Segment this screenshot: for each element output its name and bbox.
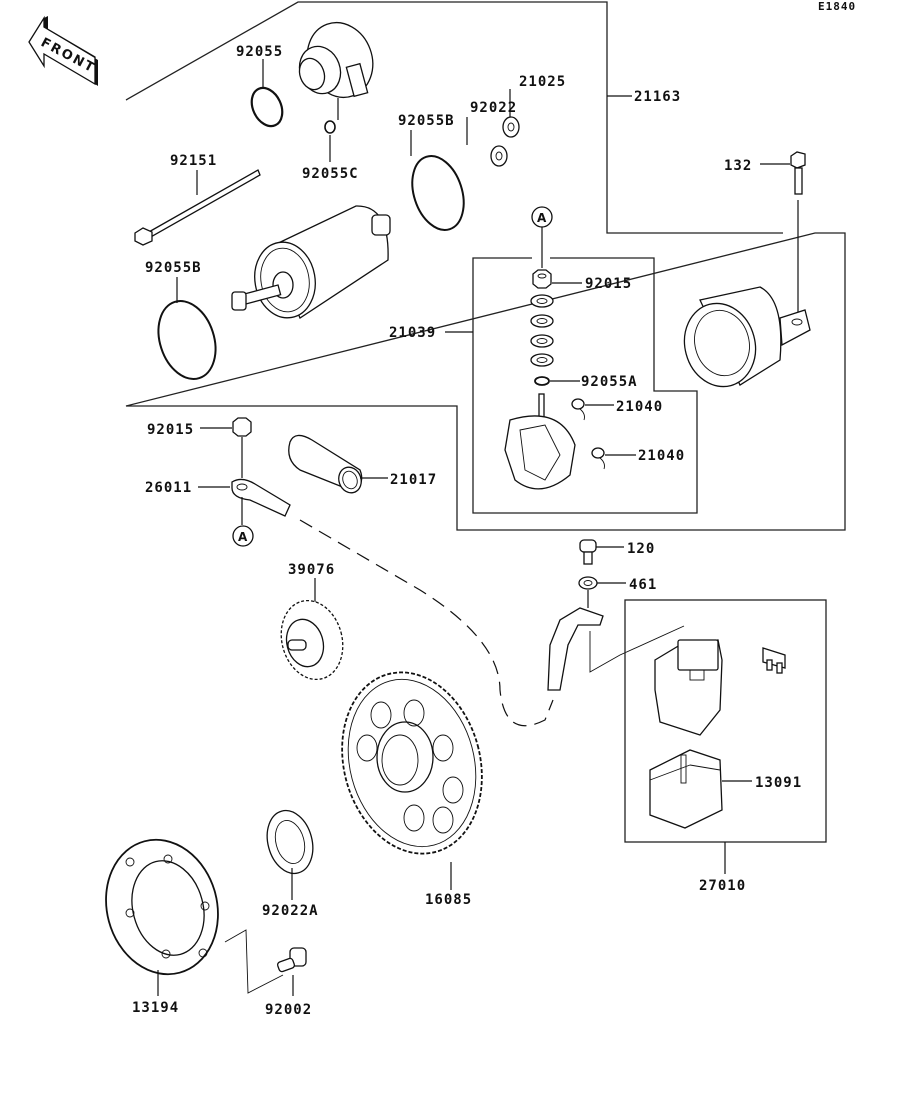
label-132: 132	[724, 158, 752, 174]
label-26011: 26011	[145, 480, 192, 496]
label-120: 120	[627, 541, 655, 557]
part-92022[interactable]: 92022	[466, 100, 517, 167]
part-461[interactable]: 461	[578, 576, 657, 608]
part-21039[interactable]: 21039	[389, 325, 473, 341]
part-92055[interactable]: 92055	[236, 44, 288, 131]
part-92055C[interactable]: 92055C	[302, 98, 359, 182]
ref-marker-A-left: A	[232, 525, 254, 547]
part-21025[interactable]: 21025	[502, 74, 566, 138]
part-13194[interactable]: 13194	[91, 827, 284, 1016]
label-21025: 21025	[519, 74, 566, 90]
label-21040-a: 21040	[616, 399, 663, 415]
part-92055B-top[interactable]: 92055B	[398, 113, 473, 237]
part-27010[interactable]: 27010	[699, 842, 746, 894]
label-92151: 92151	[170, 153, 217, 169]
label-21017: 21017	[390, 472, 437, 488]
label-21163: 21163	[634, 89, 681, 105]
label-92015-left: 92015	[147, 422, 194, 438]
part-16085[interactable]: 16085	[323, 657, 502, 908]
label-27010: 27010	[699, 878, 746, 894]
part-13091[interactable]: 13091	[649, 749, 802, 829]
part-21163[interactable]: 21163	[607, 89, 681, 105]
assembly-boundary-21163	[125, 1, 846, 531]
label-13194: 13194	[132, 1000, 179, 1016]
ref-marker-A-top: A	[531, 206, 553, 268]
label-92022: 92022	[470, 100, 517, 116]
label-16085: 16085	[425, 892, 472, 908]
part-92015-top[interactable]: 92015	[532, 269, 632, 292]
part-relay	[654, 639, 723, 736]
label-92002: 92002	[265, 1002, 312, 1018]
part-39076[interactable]: 39076	[273, 562, 352, 686]
part-92055B-left[interactable]: 92055B	[145, 260, 225, 386]
part-bracket	[547, 607, 685, 691]
label-461: 461	[629, 577, 657, 593]
part-end-housing	[683, 286, 811, 388]
part-92151[interactable]: 92151	[134, 153, 261, 246]
label-92055A: 92055A	[581, 374, 638, 390]
washer-stack	[530, 294, 554, 367]
part-starter-motor	[231, 205, 391, 319]
front-arrow-icon: FRONT	[28, 15, 98, 86]
label-92055C: 92055C	[302, 166, 359, 182]
label-92022A: 92022A	[262, 903, 319, 919]
part-132[interactable]: 132	[724, 151, 806, 318]
part-brush-plate	[504, 393, 576, 490]
label-21039: 21039	[389, 325, 436, 341]
svg-text:A: A	[537, 211, 547, 225]
part-92022A[interactable]: 92022A	[260, 805, 319, 919]
label-92055B-top: 92055B	[398, 113, 455, 129]
part-21017[interactable]: 21017	[288, 434, 437, 496]
assembly-boundary-21039	[472, 257, 698, 514]
diagram-code: E1840	[818, 0, 856, 13]
part-fuse	[762, 647, 786, 674]
label-13091: 13091	[755, 775, 802, 791]
label-92055B-left: 92055B	[145, 260, 202, 276]
label-92055: 92055	[236, 44, 283, 60]
label-92015-top: 92015	[585, 276, 632, 292]
part-92002[interactable]: 92002	[265, 947, 312, 1018]
part-21040-a[interactable]: 21040	[571, 398, 663, 421]
part-92055A[interactable]: 92055A	[534, 374, 638, 390]
part-21040-b[interactable]: 21040	[591, 447, 685, 470]
label-21040-b: 21040	[638, 448, 685, 464]
part-120[interactable]: 120	[579, 539, 655, 565]
svg-text:A: A	[238, 530, 248, 544]
part-92015-left[interactable]: 92015	[147, 417, 252, 478]
part-end-cover	[298, 22, 374, 98]
label-39076: 39076	[288, 562, 335, 578]
part-26011[interactable]: 26011	[145, 478, 554, 727]
